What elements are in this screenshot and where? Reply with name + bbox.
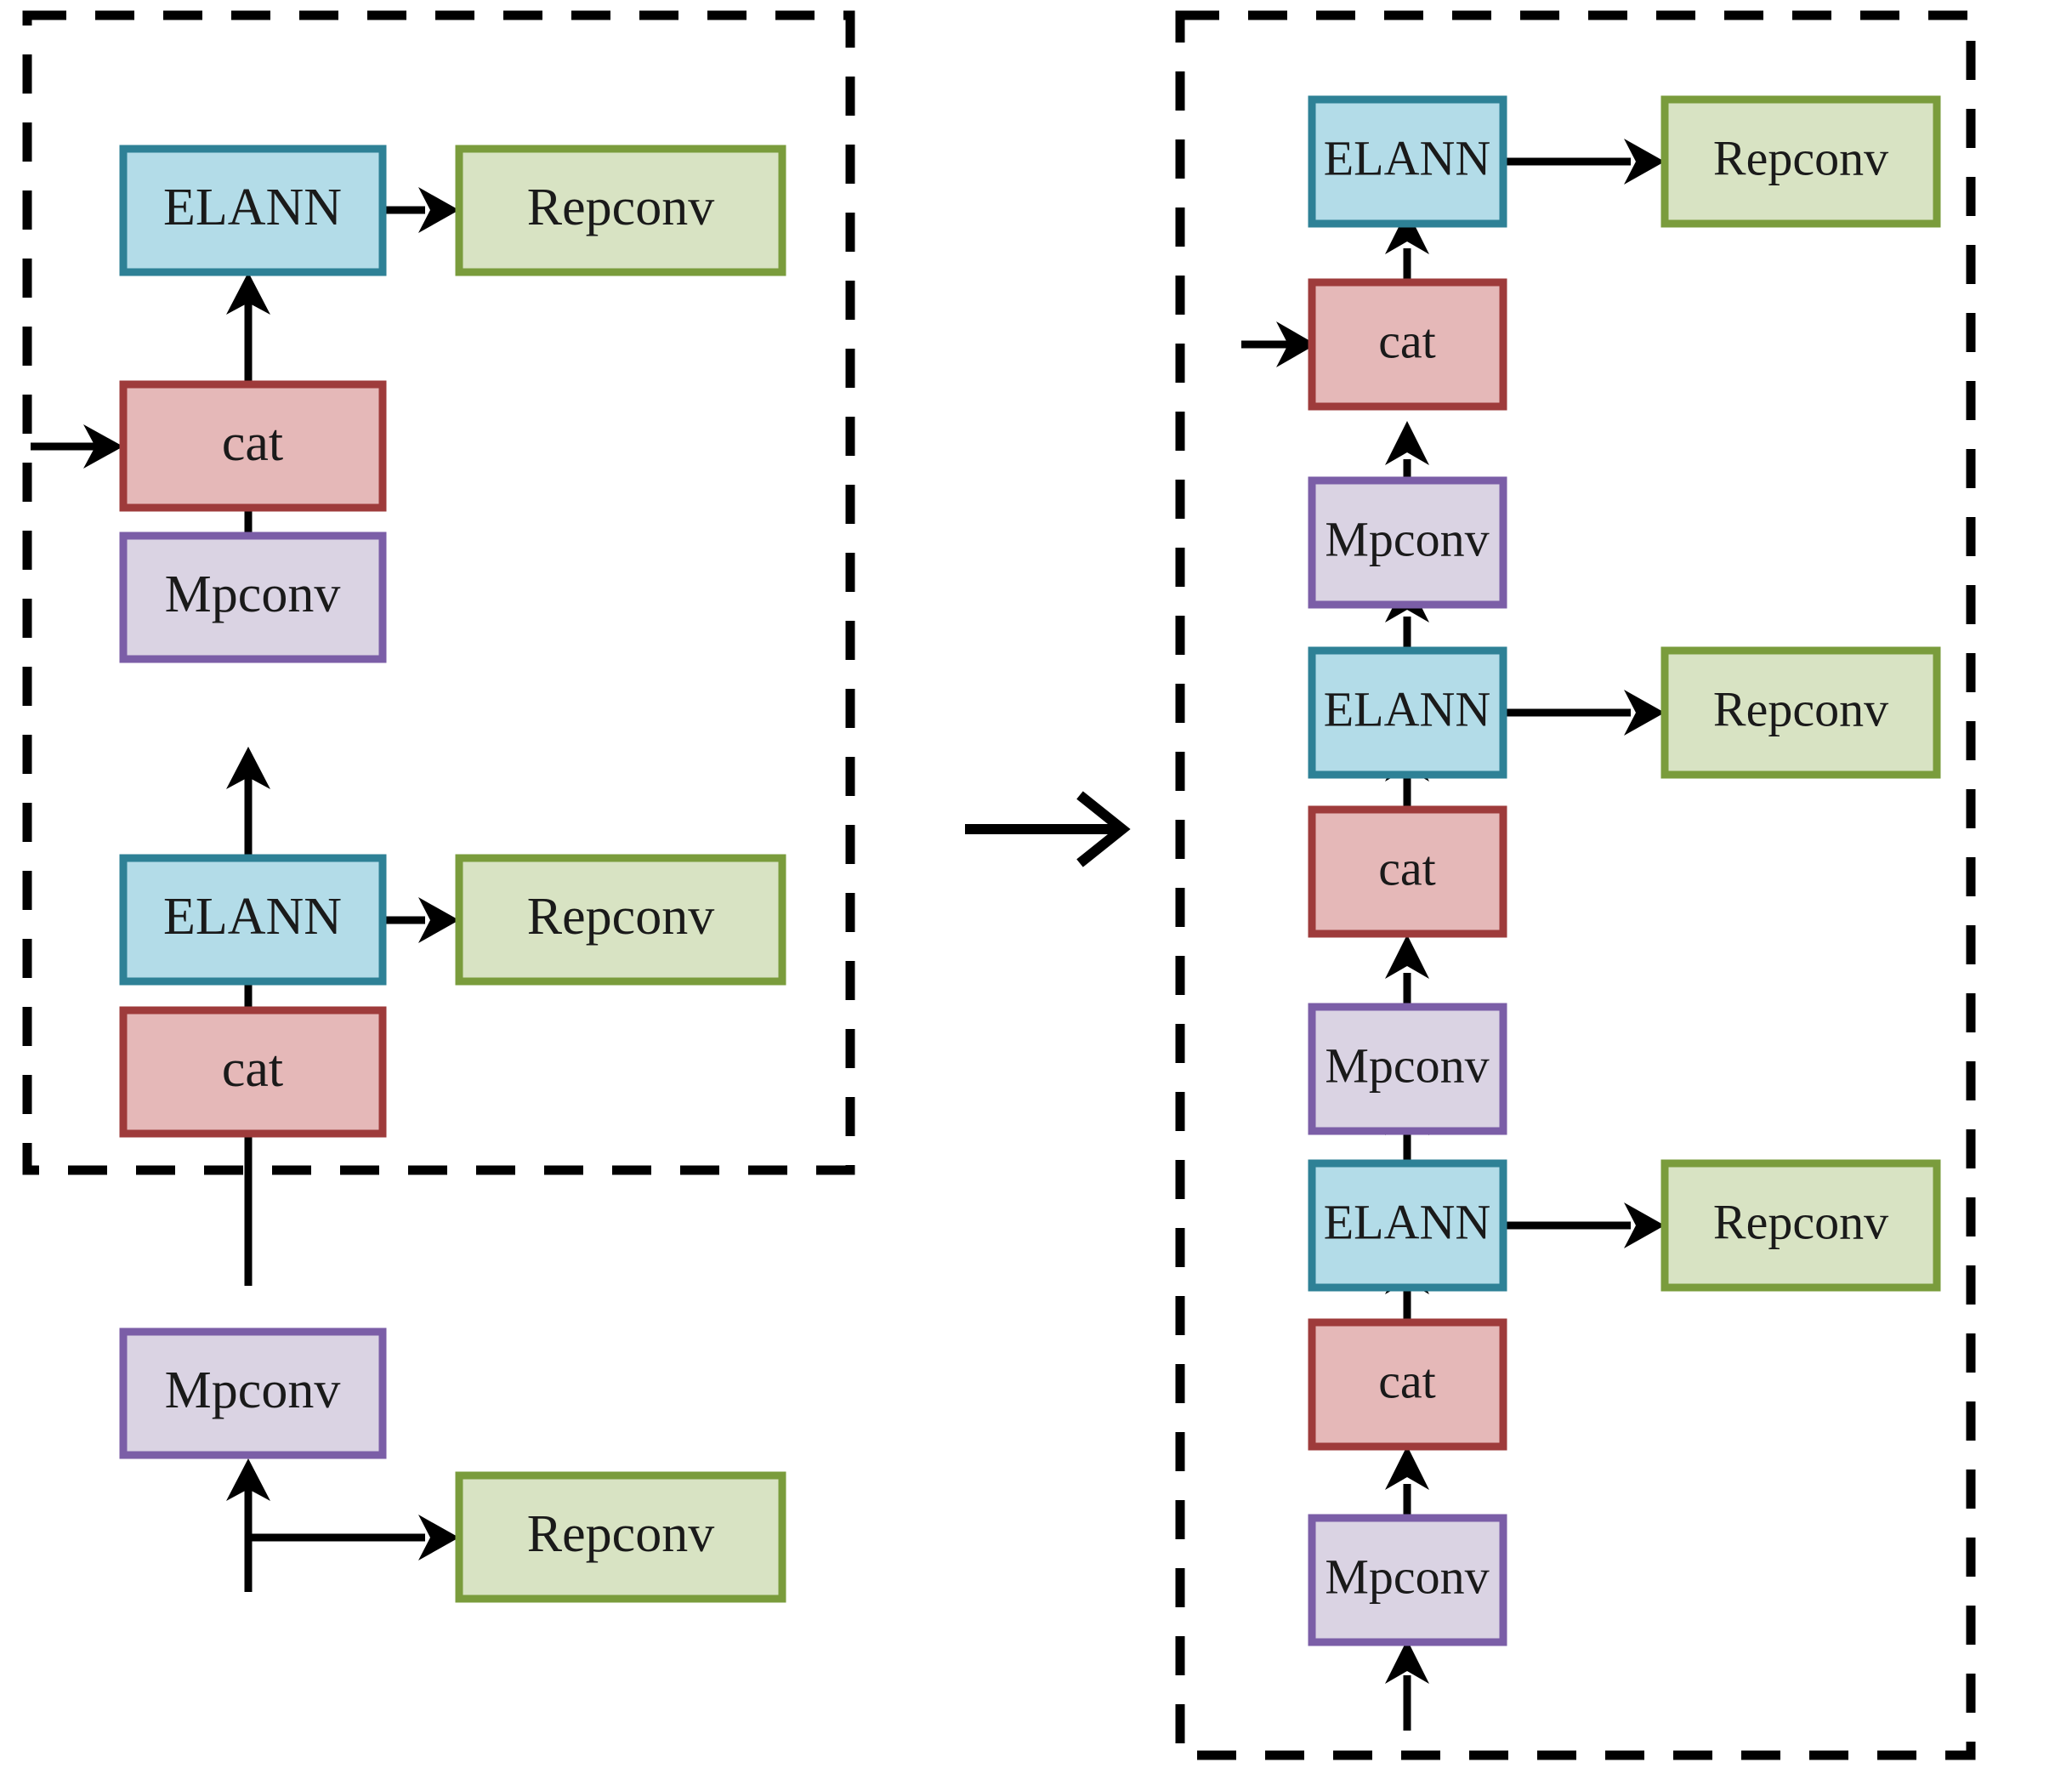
node-R-elann-1-label: ELANN (1324, 130, 1491, 185)
edge-r-mpconv2-to-cat2-head (1385, 935, 1429, 979)
edge-elann1-to-repconv1-head (418, 187, 459, 233)
node-L-elann-1-label: ELANN (163, 179, 342, 236)
node-R-repconv-2-label: Repconv (1713, 681, 1888, 736)
edge-external-to-cat1-head (83, 424, 123, 469)
edge-input-branch-to-repconv3-head (418, 1515, 459, 1560)
node-R-mpconv-2-label: Mpconv (1325, 1037, 1489, 1093)
node-L-elann-1[interactable]: ELANN (119, 145, 387, 276)
edge-r-elann2-to-repconv2-head (1624, 690, 1665, 736)
node-R-mpconv-3-label: Mpconv (1325, 1549, 1489, 1604)
node-L-repconv-3-label: Repconv (527, 1505, 714, 1563)
node-L-elann-2[interactable]: ELANN (119, 854, 387, 986)
right-panel-border (1175, 10, 1976, 1760)
node-R-repconv-1[interactable]: Repconv (1660, 95, 1941, 228)
edge-r-external-to-cat1-head (1276, 321, 1316, 367)
node-L-repconv-1-label: Repconv (527, 179, 714, 236)
node-R-mpconv-2[interactable]: Mpconv (1308, 1003, 1507, 1135)
transform-arrow (965, 791, 1131, 867)
edge-cat1-to-elann1-head (226, 272, 270, 315)
node-L-repconv-1[interactable]: Repconv (455, 145, 786, 276)
node-R-mpconv-1-label: Mpconv (1325, 511, 1489, 566)
left-panel-nodes: ELANN Repconv cat Mpconv ELANN Repconv c… (119, 145, 786, 1603)
node-R-cat-1-label: cat (1378, 313, 1436, 368)
node-L-mpconv-2[interactable]: Mpconv (119, 1327, 387, 1459)
node-R-repconv-3[interactable]: Repconv (1660, 1159, 1941, 1292)
node-L-cat-2-label: cat (222, 1040, 283, 1098)
edge-elann2-to-mpconv1-head (226, 747, 270, 789)
node-L-cat-1[interactable]: cat (119, 380, 387, 512)
node-L-repconv-3[interactable]: Repconv (455, 1471, 786, 1603)
node-L-mpconv-2-label: Mpconv (165, 1361, 341, 1419)
node-R-mpconv-3[interactable]: Mpconv (1308, 1514, 1507, 1646)
node-R-elann-3[interactable]: ELANN (1308, 1159, 1507, 1292)
edge-elann2-to-repconv2-head (418, 897, 459, 943)
node-R-mpconv-1[interactable]: Mpconv (1308, 476, 1507, 609)
node-L-repconv-2-label: Repconv (527, 888, 714, 946)
node-R-cat-3-label: cat (1378, 1353, 1436, 1408)
node-R-repconv-2[interactable]: Repconv (1660, 646, 1941, 779)
node-L-mpconv-1-label: Mpconv (165, 566, 341, 623)
right-panel-nodes: ELANN Repconv cat Mpconv ELANN Repconv c… (1308, 95, 1941, 1646)
edge-r-elann3-to-repconv3-head (1624, 1202, 1665, 1248)
edge-r-mpconv3-to-cat3-head (1385, 1446, 1429, 1490)
node-L-cat-2[interactable]: cat (119, 1006, 387, 1138)
edge-r-mpconv1-to-cat1-head (1385, 421, 1429, 465)
node-R-cat-2[interactable]: cat (1308, 805, 1507, 938)
node-L-cat-1-label: cat (222, 414, 283, 472)
node-R-elann-1[interactable]: ELANN (1308, 95, 1507, 228)
node-R-elann-2[interactable]: ELANN (1308, 646, 1507, 779)
edge-r-elann1-to-repconv1-head (1624, 139, 1665, 185)
node-R-elann-2-label: ELANN (1324, 681, 1491, 736)
node-R-repconv-1-label: Repconv (1713, 130, 1888, 185)
node-L-mpconv-1[interactable]: Mpconv (119, 532, 387, 663)
node-R-cat-2-label: cat (1378, 840, 1436, 895)
left-panel-border (22, 10, 855, 1175)
node-L-elann-2-label: ELANN (163, 888, 342, 946)
edge-r-input-to-mpconv3-head (1385, 1640, 1429, 1684)
node-R-cat-1[interactable]: cat (1308, 278, 1507, 411)
edge-r-cat1-to-elann1-head (1385, 210, 1429, 254)
node-R-elann-3-label: ELANN (1324, 1194, 1491, 1249)
edge-input-to-mpconv2-head (226, 1458, 270, 1501)
node-R-cat-3[interactable]: cat (1308, 1318, 1507, 1451)
node-R-repconv-3-label: Repconv (1713, 1194, 1888, 1249)
node-L-repconv-2[interactable]: Repconv (455, 854, 786, 986)
